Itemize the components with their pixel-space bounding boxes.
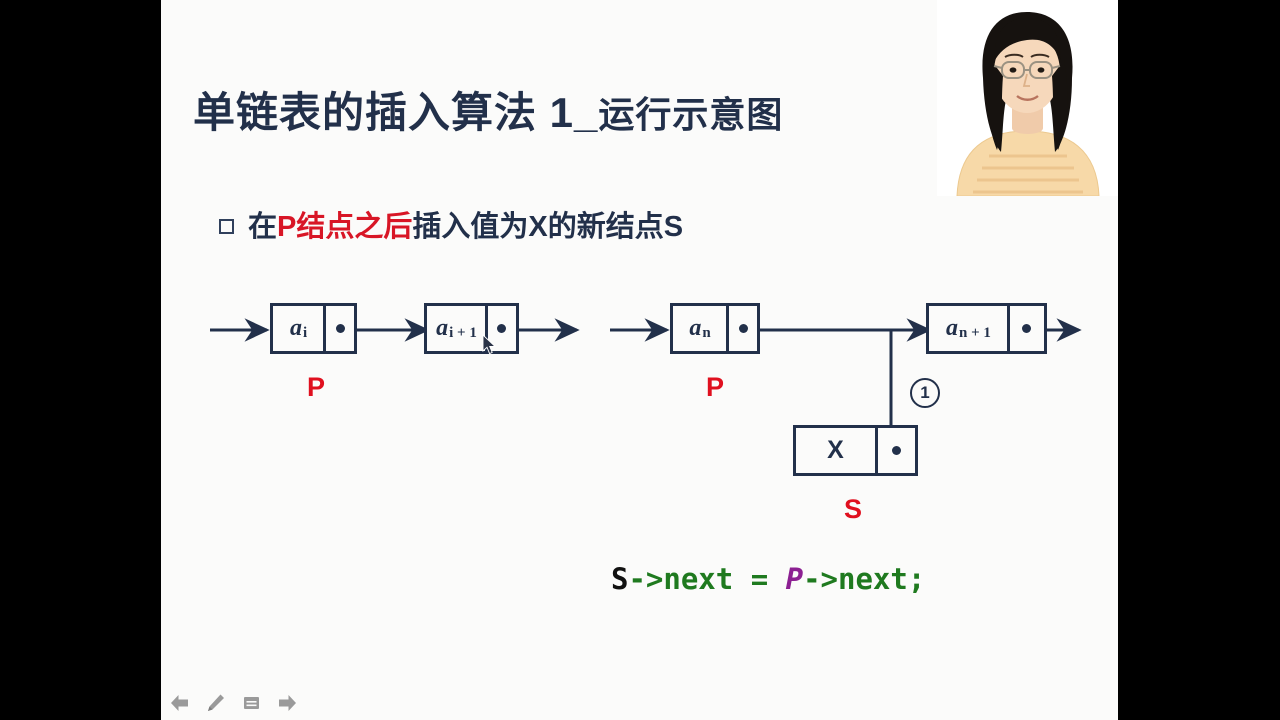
letterbox-left: [0, 0, 161, 720]
code-statement: S->next = P->next;: [611, 562, 925, 596]
node-value: a: [689, 315, 702, 341]
node-pointer-cell: [878, 428, 915, 473]
step-number-text: 1: [920, 383, 930, 402]
node-subscript: i: [302, 325, 308, 341]
presenter-video[interactable]: [937, 0, 1118, 196]
letterbox-right: [1118, 0, 1280, 720]
title-main: 单链表的插入算法: [193, 89, 550, 136]
node-value: a: [436, 315, 449, 341]
step-number-badge: 1: [910, 378, 940, 408]
pointer-label-text: S: [844, 494, 863, 524]
title-tail: 运行示意图: [598, 94, 784, 135]
bullet-mid: 插入值为: [412, 211, 529, 243]
node-value: a: [289, 315, 302, 341]
node-pointer-cell: [326, 306, 354, 351]
node-subscript: n: [702, 325, 711, 341]
node-value: X: [827, 436, 844, 464]
bullet-var-x: X: [528, 211, 548, 243]
bullet-var-s: S: [663, 211, 684, 243]
new-list-node-s: X: [793, 425, 918, 476]
bullet-text: 在P结点之后插入值为X的新结点S: [248, 203, 683, 245]
bullet-square-icon: [219, 218, 234, 234]
code-token-equals: =: [750, 562, 786, 596]
arrow-right-icon[interactable]: [276, 692, 298, 714]
pointer-label-text: P: [307, 372, 326, 402]
bullet-highlight-pointer: P: [277, 211, 297, 243]
code-token-s: S: [611, 562, 629, 596]
title-number: 1_: [549, 89, 599, 136]
presenter-figure: [937, 0, 1118, 196]
code-token-next-1: ->next: [628, 562, 751, 596]
node-pointer-cell: [1010, 306, 1044, 351]
node-pointer-cell: [729, 306, 757, 351]
node-subscript: i + 1: [449, 325, 477, 341]
bullet-highlight: 结点之后: [296, 211, 413, 243]
node-data-cell: X: [796, 428, 878, 473]
pointer-label-text: P: [706, 372, 725, 402]
pencil-icon[interactable]: [204, 692, 226, 714]
bullet-prefix: 在: [248, 211, 278, 243]
node-pointer-cell: [488, 306, 516, 351]
code-token-next-2: ->next;: [803, 562, 926, 596]
arrow-left-icon[interactable]: [168, 692, 190, 714]
pointer-label-p-right: P: [706, 372, 724, 403]
node-value: a: [946, 315, 958, 341]
bullet-mid2: 的新结点: [547, 211, 664, 243]
bullet-row: 在P结点之后插入值为X的新结点S: [219, 203, 683, 245]
pointer-label-p-left: P: [307, 372, 325, 403]
page-title: 单链表的插入算法 1_运行示意图: [193, 92, 783, 134]
code-token-p: P: [785, 562, 804, 596]
pointer-label-s: S: [844, 494, 862, 525]
slide-toolbar: [168, 692, 298, 714]
slide-list-icon[interactable]: [240, 692, 262, 714]
node-subscript: n + 1: [959, 325, 991, 341]
